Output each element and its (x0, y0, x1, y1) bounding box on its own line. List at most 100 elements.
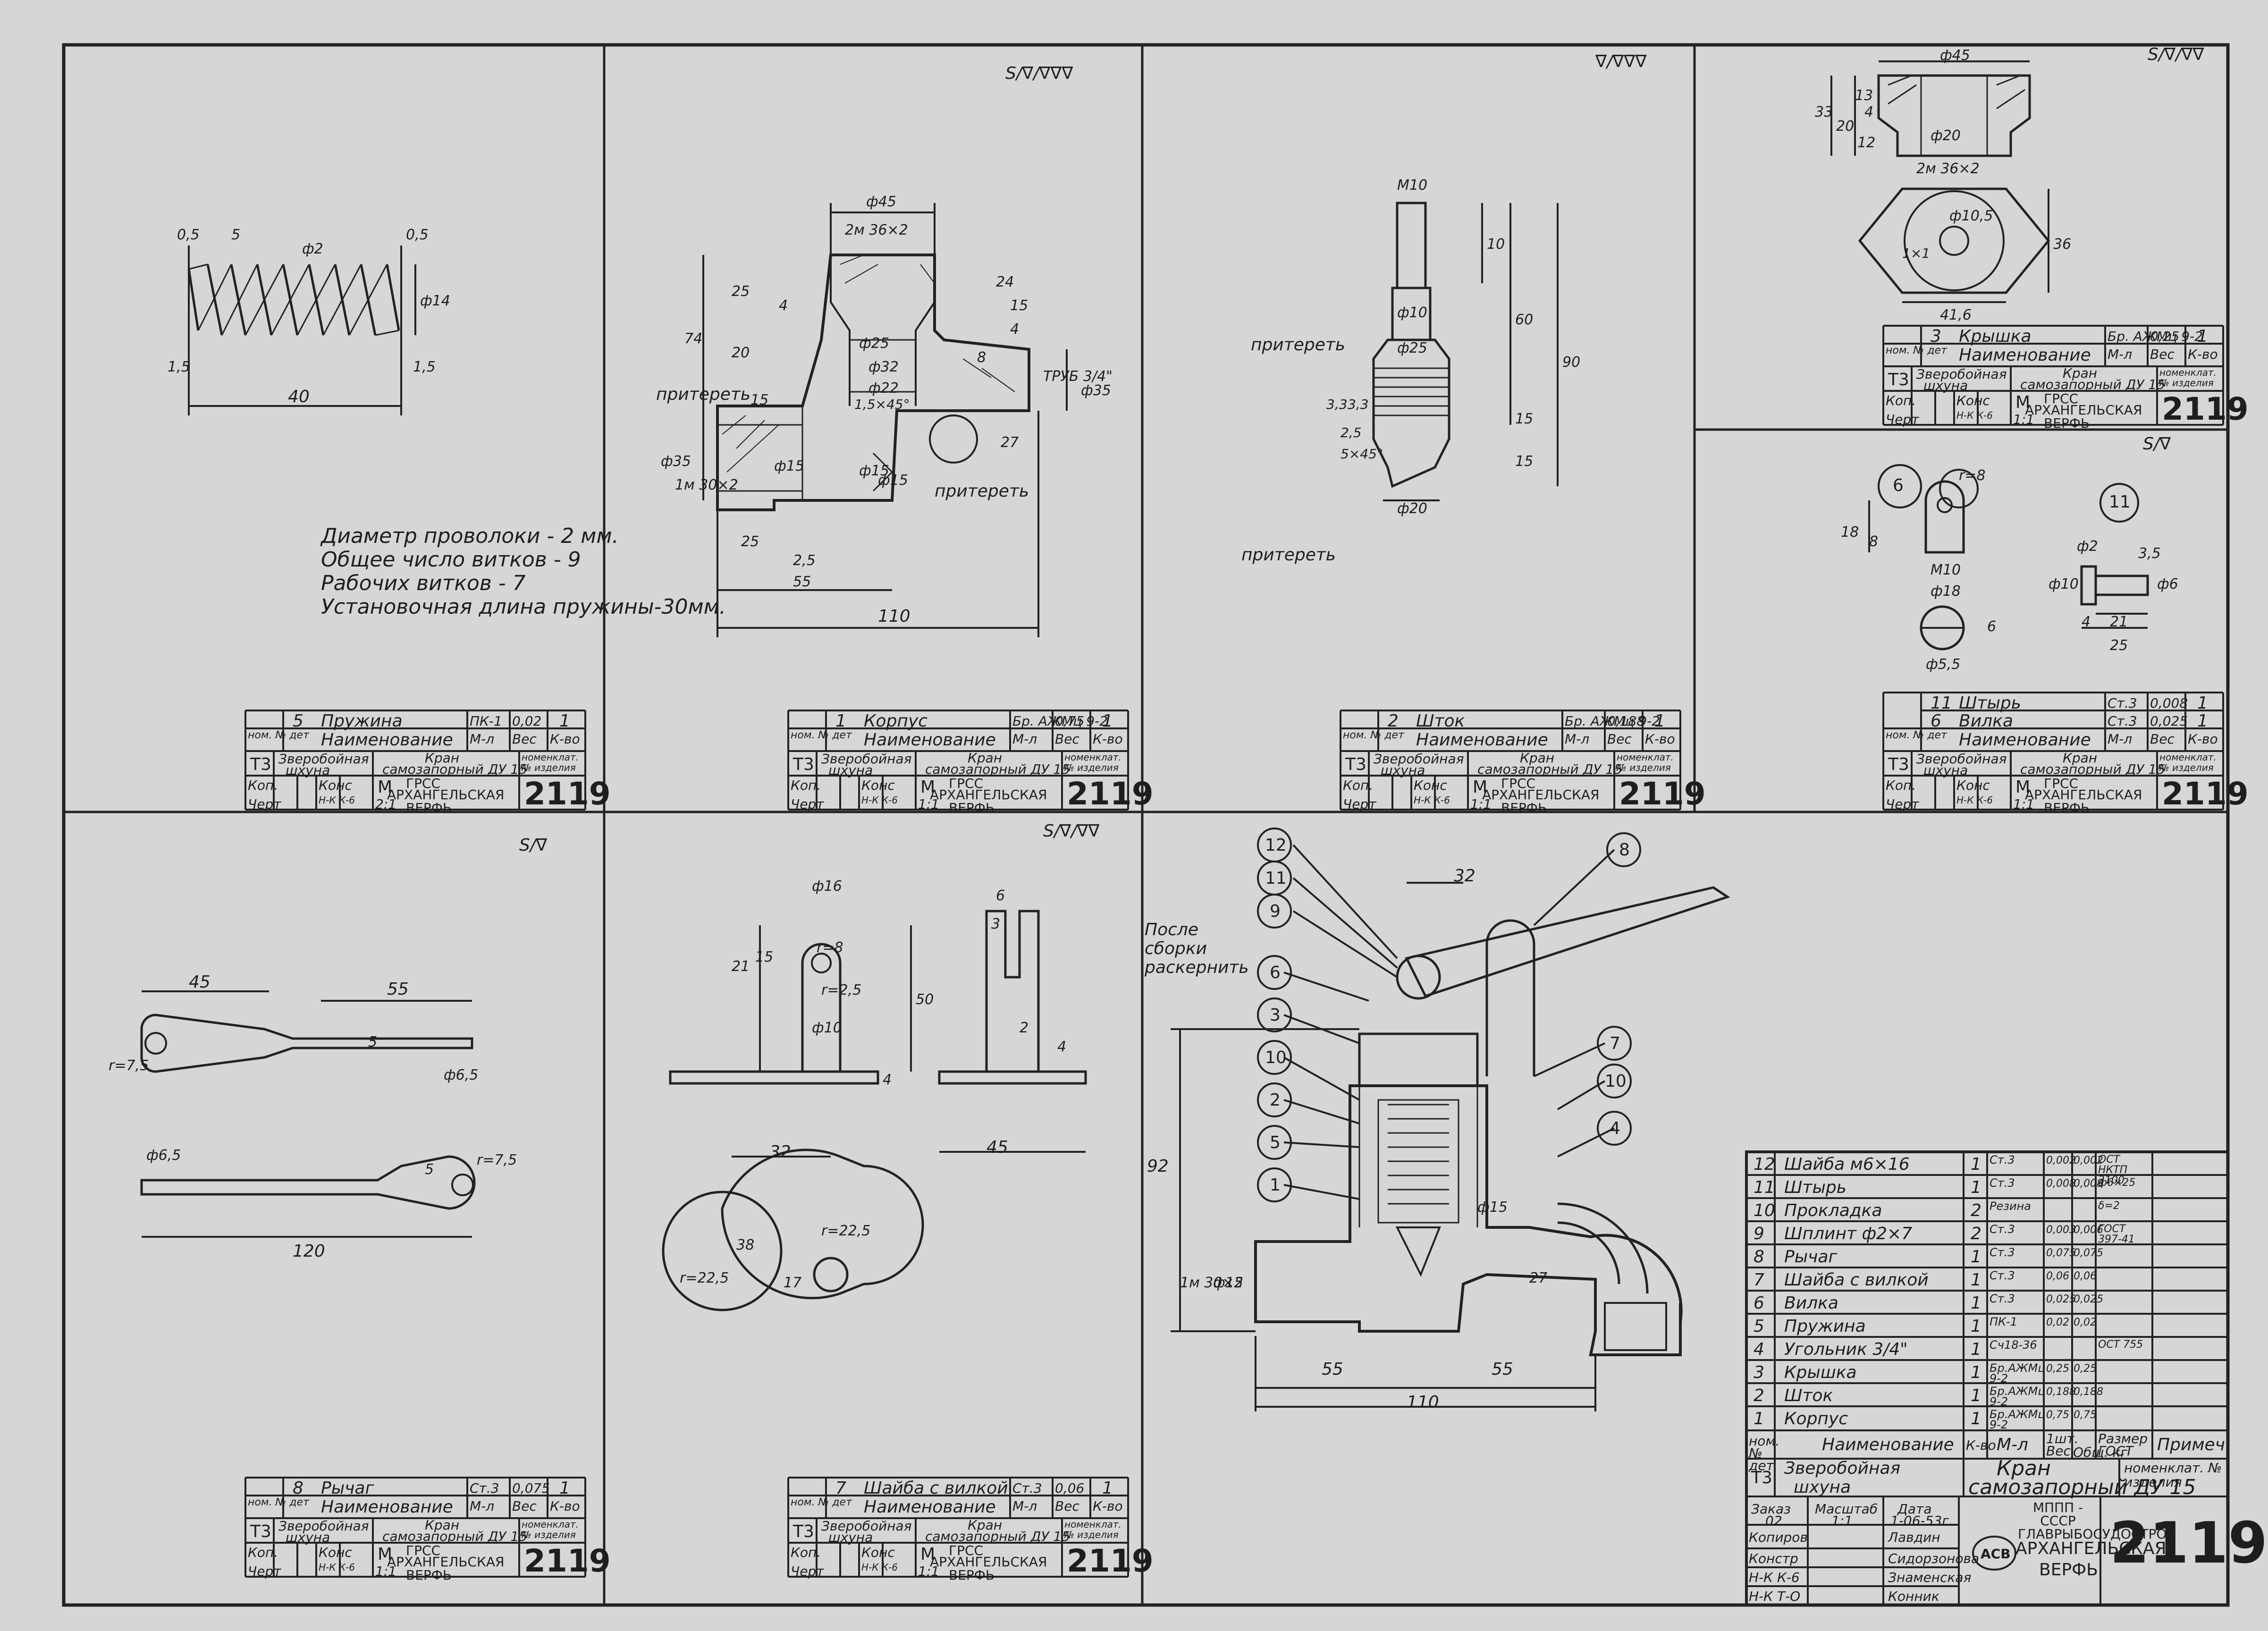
balloon-12: 12 (1265, 836, 1287, 855)
stamp-part-name: Вилка (1959, 711, 2013, 731)
dim: 1м 30×2 (675, 477, 738, 493)
bom-date-label: Дата (1897, 1501, 1932, 1517)
stamp-nk: Н-К К-6 (319, 794, 355, 806)
dim: 33 (1815, 104, 1833, 120)
stamp-title-1: Кран (2063, 365, 2098, 381)
stamp-title-1: Кран (2063, 750, 2098, 766)
stamp-weight: 0,75 (1055, 713, 1085, 729)
dim: 1,5 (413, 359, 436, 375)
bom-name: Шток (1784, 1386, 1833, 1405)
stamp-part-no: 8 (293, 1479, 304, 1498)
stamp-nk: Н-К К-6 (861, 794, 898, 806)
stamp-material: Бр. АЖМц 9-2 (1565, 713, 1660, 729)
dim: r=7,5 (109, 1057, 149, 1074)
stamp-col-no: ном. № дет (1343, 729, 1404, 741)
stamp-kop: Коп. (791, 777, 821, 793)
dim: ф25 (1397, 340, 1427, 356)
dim: 2,5 (1341, 425, 1362, 440)
balloon-3: 3 (1270, 1006, 1281, 1025)
stamp-product-2: шхуна (1923, 762, 1968, 778)
stamp-col-name: Наименование (1416, 730, 1548, 750)
dim: 27 (1529, 1270, 1548, 1286)
stamp-part-no: 11 (1931, 693, 1952, 713)
dim: ф25 (859, 335, 889, 352)
stamp-col-name: Наименование (321, 1497, 453, 1517)
bom-qty: 1 (1971, 1386, 1981, 1405)
bom-frame (1745, 1150, 2229, 1606)
dim: ф35 (1081, 382, 1111, 399)
dim: 90 (1562, 354, 1581, 371)
stamp-drawing-number: 2119 (2162, 776, 2249, 812)
stamp-col-name: Наименование (864, 1497, 996, 1517)
stamp-org: ГРСС (1501, 776, 1536, 791)
roughness-lever: S/∇ (519, 836, 548, 855)
stamp-nomenkl: номенклат. № изделия (1064, 752, 1121, 773)
stamp-title-2: самозапорный ДУ 15 (382, 1529, 528, 1544)
stamp-m: М (378, 777, 393, 797)
stamp-kop: Коп. (248, 1545, 278, 1560)
bom-name: Шайба м6×16 (1784, 1155, 1910, 1174)
stamp-qty: 1 (559, 711, 570, 731)
bom-name: Шайба с вилкой (1784, 1270, 1929, 1290)
dim: r=22,5 (680, 1270, 729, 1286)
dim: 55 (1322, 1360, 1343, 1379)
dim: r=2,5 (821, 982, 862, 998)
stamp-yard-1: АРХАНГЕЛЬСКАЯ (1482, 787, 1600, 803)
sheet-border (62, 43, 2230, 1607)
dim: 21 (732, 958, 750, 975)
stamp-org: ГРСС (949, 776, 984, 791)
dim: 15 (750, 392, 769, 408)
dim: М10 (1931, 562, 1961, 578)
roughness-pin: S/∇ (2143, 434, 2171, 454)
stamp-scale: 1:1 (918, 1563, 940, 1579)
bom-header-std: Размер ГОСТ (2098, 1431, 2148, 1459)
stamp-col-no: ном. № дет (1886, 345, 1947, 356)
stamp-weight: 0,008 (2150, 695, 2188, 711)
bom-w2: 0,075 (2074, 1247, 2103, 1259)
dim: 15 (1010, 297, 1029, 314)
dim: ф10 (2049, 576, 2079, 592)
stamp-yard-1: АРХАНГЕЛЬСКАЯ (930, 1554, 1047, 1570)
bom-w2: 0,75 (2074, 1409, 2097, 1421)
stamp-yard-1: АРХАНГЕЛЬСКАЯ (387, 1554, 505, 1570)
bom-header-mat: М-л (1997, 1435, 2029, 1454)
dim: ф5,5 (1926, 656, 1961, 673)
stamp-part-no: 3 (1931, 327, 1941, 346)
dim: 17 (784, 1275, 802, 1291)
stamp-m: М (2015, 393, 2031, 412)
dim: 32 (1454, 866, 1475, 886)
stamp-drawing-number: 2119 (2162, 391, 2249, 427)
bom-w1: 0,25 (2046, 1363, 2069, 1375)
lap-label-body1: притереть (656, 385, 751, 404)
bom-qty: 1 (1971, 1317, 1981, 1336)
stamp-drawing-number: 2119 (1619, 776, 1706, 812)
stamp-nk: Н-К К-6 (861, 1562, 898, 1573)
dim: 110 (1407, 1393, 1439, 1412)
bom-w1: 0,75 (2046, 1409, 2069, 1421)
bom-std: δ=2 (2098, 1200, 2120, 1212)
stamp-col-wt: Вес (1607, 731, 1632, 747)
dim: ф14 (420, 293, 450, 309)
stamp-kop: Коп. (791, 1545, 821, 1560)
stamp-yard-1: АРХАНГЕЛЬСКАЯ (2025, 402, 2142, 418)
stamp-part-name: Штырь (1959, 693, 2021, 713)
stamp-title-2: самозапорный ДУ 15 (2020, 377, 2166, 392)
stamp-scale: 1:1 (375, 1563, 397, 1579)
stamp-col-wt: Вес (2150, 346, 2175, 362)
stamp-col-mat: М-л (2108, 731, 2133, 747)
stamp-col-mat: М-л (1565, 731, 1590, 747)
stamp-drawing-number: 2119 (524, 776, 611, 812)
stamp-part-no: 1 (835, 711, 846, 731)
stamp-yard-1: АРХАНГЕЛЬСКАЯ (387, 787, 505, 803)
dim: 1м 30×2 (1180, 1275, 1243, 1291)
dim: 60 (1515, 312, 1534, 328)
bom-std: ГОСТ 397-41 (2098, 1223, 2135, 1245)
bom-qty: 1 (1971, 1293, 1981, 1313)
stamp-col-wt: Вес (512, 731, 537, 747)
stamp-product-1: Зверобойная (278, 751, 369, 767)
bom-role-2: Констр (1749, 1551, 1798, 1566)
dim: 20 (732, 345, 750, 361)
dim: ф16 (812, 878, 842, 895)
title-block-lines (245, 325, 2224, 1578)
dim: ф18 (1931, 583, 1961, 600)
